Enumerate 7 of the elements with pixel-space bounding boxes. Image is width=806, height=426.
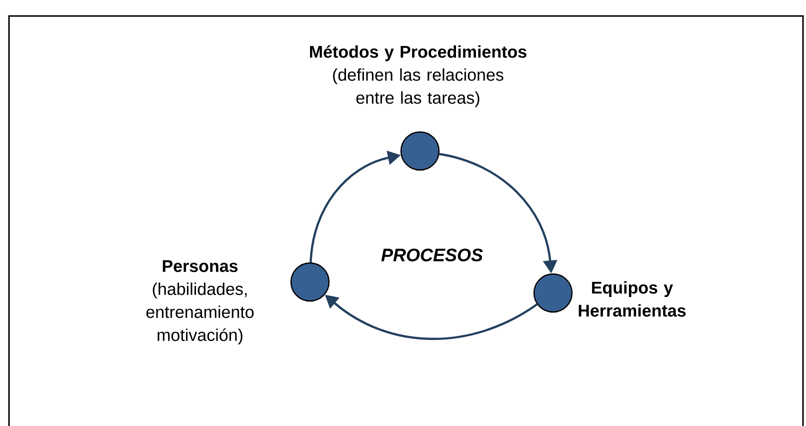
circle-node: [400, 131, 440, 171]
node-caption: Métodos y Procedimientos (definen las relaciones entre las tareas): [310, 45, 526, 108]
center-label: PROCESOS: [381, 248, 483, 262]
node-caption: Personas (habilidades, entrenamiento motivación): [146, 260, 254, 344]
circle-node: [290, 262, 330, 302]
node-caption: Equipos y Herramientas: [578, 281, 686, 317]
circle-node: [533, 273, 573, 313]
